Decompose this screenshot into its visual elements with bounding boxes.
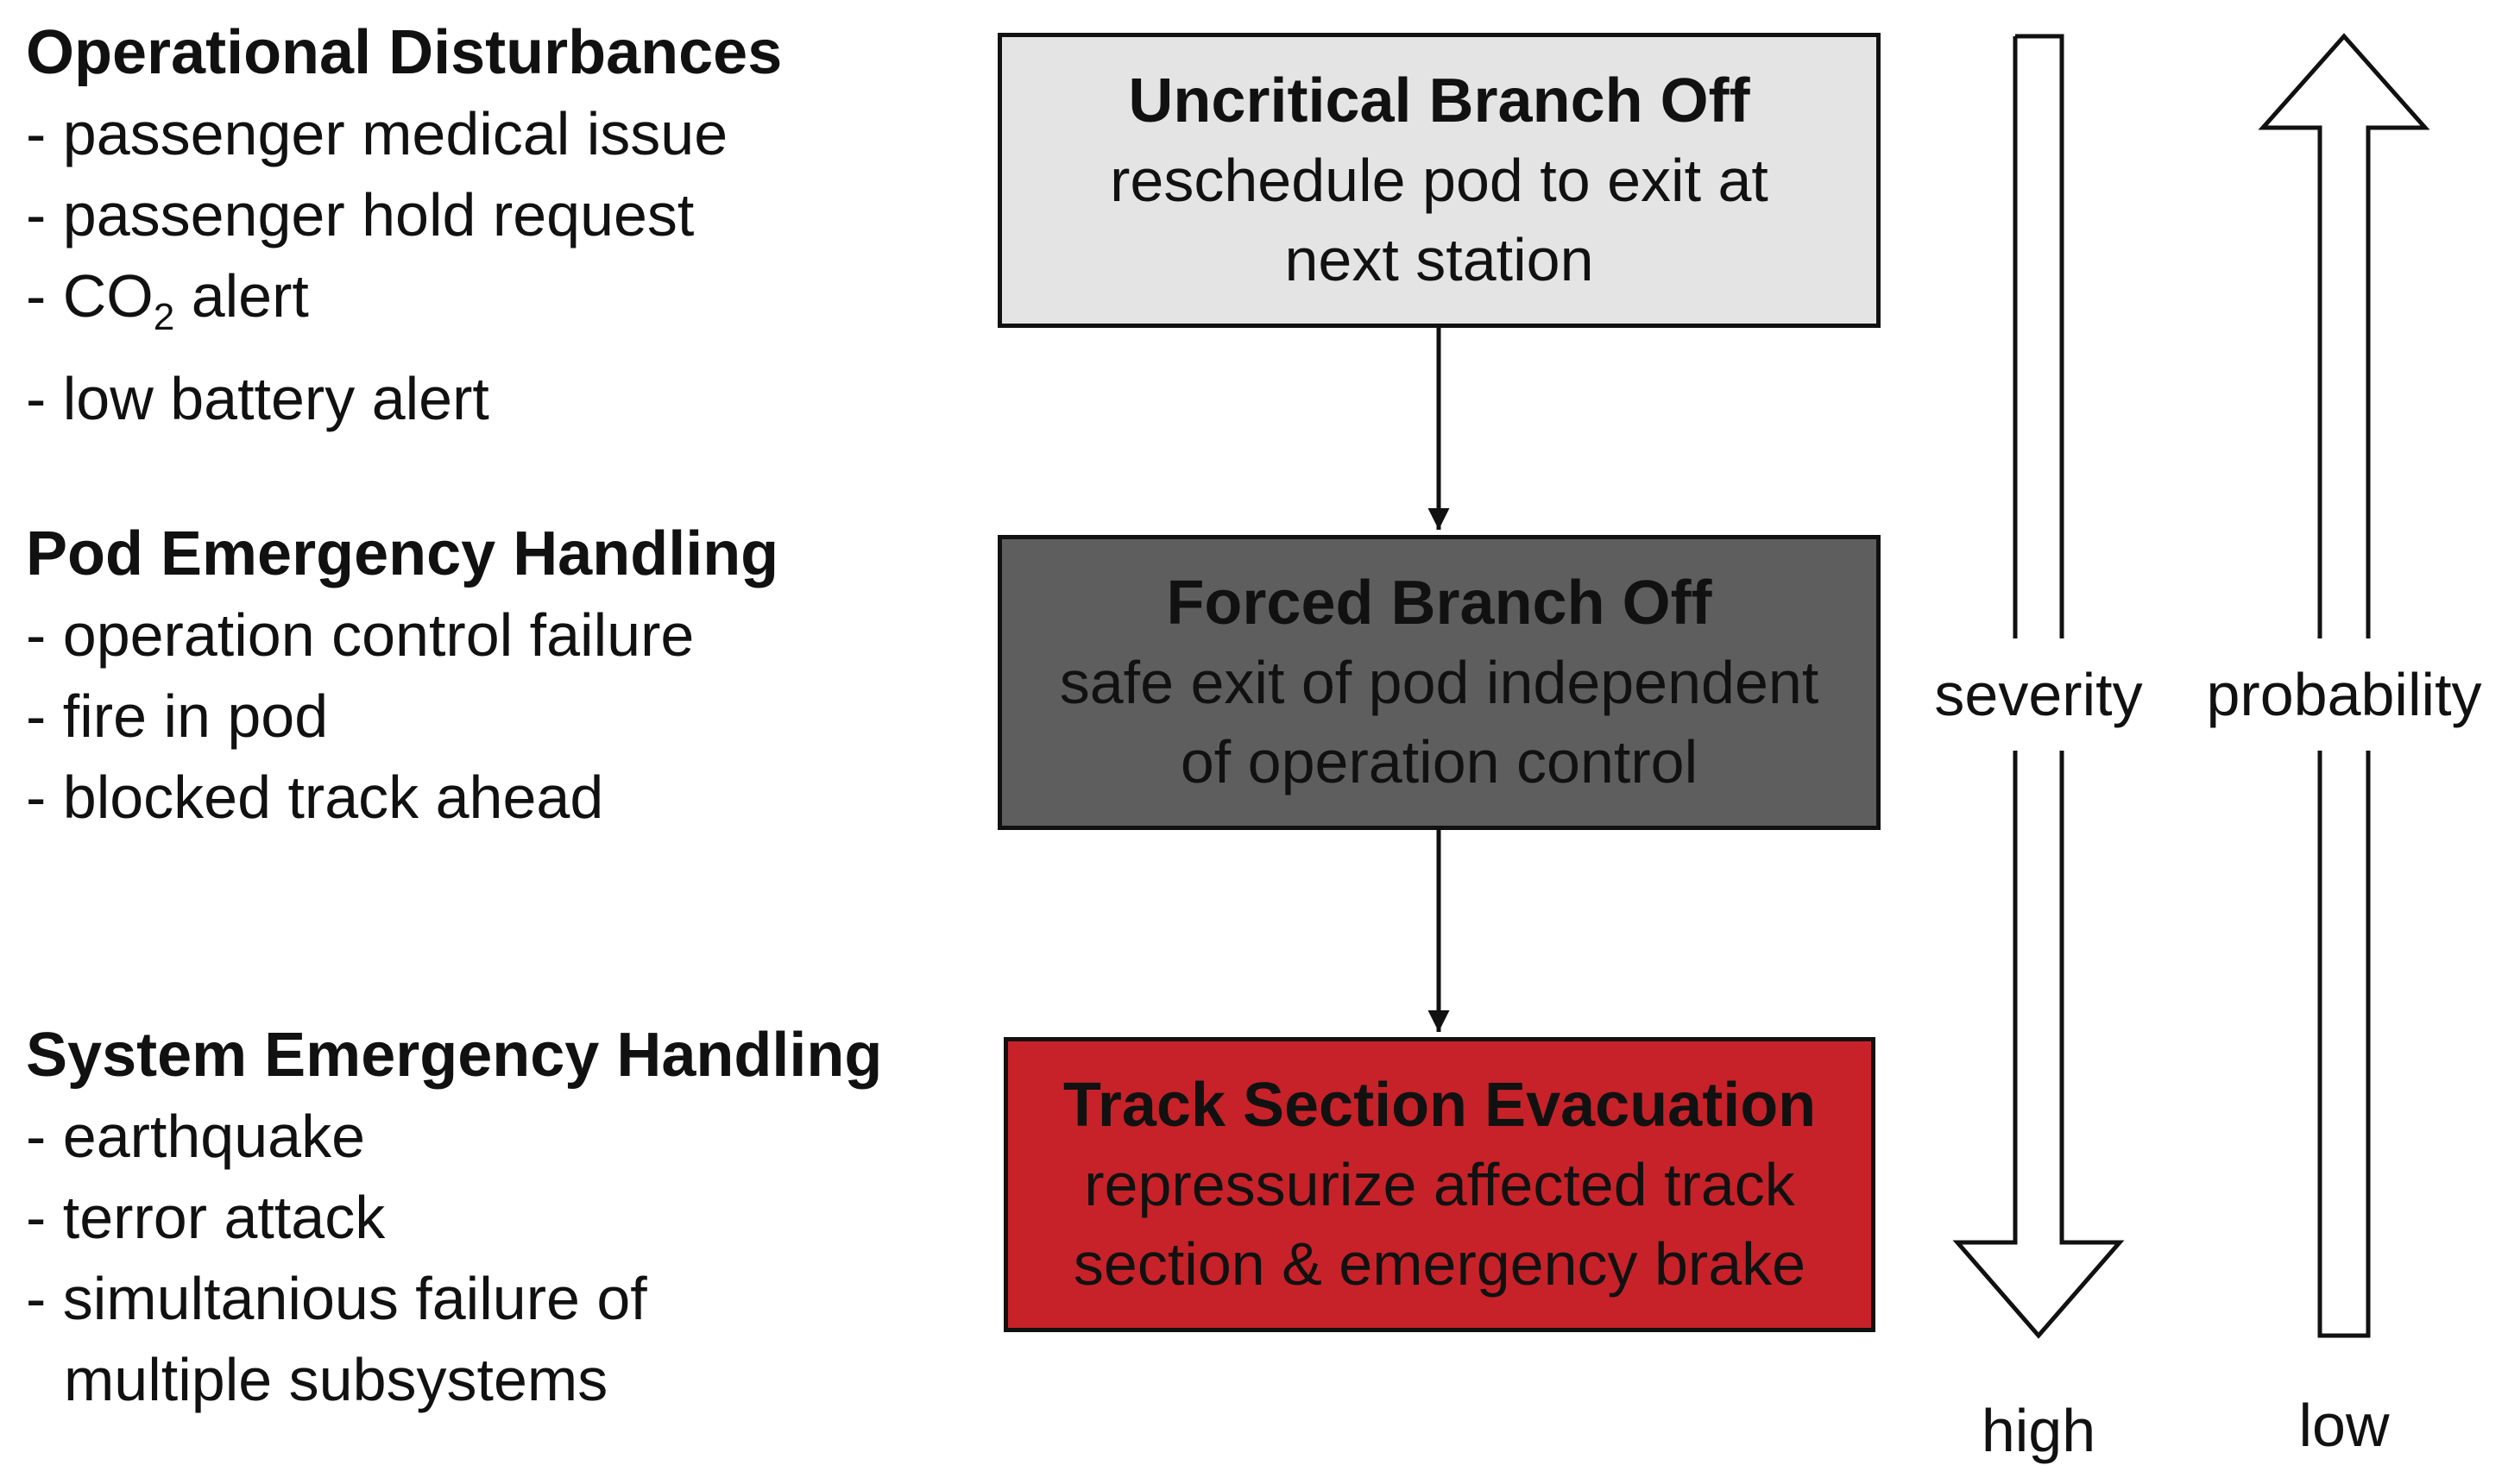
category-operational-disturbances: Operational Disturbances - passenger med… — [26, 12, 782, 439]
box-description-line: repressurize affected track — [1084, 1151, 1795, 1218]
category-item-co2: - CO2 alert — [26, 255, 782, 358]
box-track-section-evacuation: Track Section Evacuation repressurize af… — [1004, 1037, 1875, 1332]
category-item: - earthquake — [26, 1103, 366, 1170]
category-title: Operational Disturbances — [26, 18, 783, 87]
box-description-line: next station — [1284, 226, 1594, 293]
box-description-line: reschedule pod to exit at — [1110, 147, 1768, 214]
severity-arrow — [1952, 751, 2125, 1339]
category-pod-emergency-handling: Pod Emergency Handling - operation contr… — [26, 513, 778, 838]
probability-arrow — [2258, 33, 2430, 638]
category-title: System Emergency Handling — [26, 1021, 883, 1090]
box-description-line: section & emergency brake — [1073, 1230, 1806, 1298]
category-item: - operation control failure — [26, 601, 695, 669]
box-title: Forced Branch Off — [1166, 569, 1712, 638]
severity-end-label: high — [1981, 1397, 2096, 1464]
probability-arrow-shaft-bottom — [2317, 751, 2371, 1338]
box-title: Track Section Evacuation — [1062, 1071, 1817, 1140]
category-item: - terror attack — [26, 1184, 386, 1251]
category-item-text: multiple subsystems — [64, 1346, 608, 1413]
category-item-list: - earthquake - terror attack - simultani… — [26, 1096, 882, 1420]
co2-suffix: alert — [174, 262, 309, 330]
box-description-line: safe exit of pod independent — [1059, 649, 1819, 716]
category-item-list: - passenger medical issue - passenger ho… — [26, 93, 782, 439]
category-item: - passenger medical issue — [26, 100, 728, 167]
category-item-continuation: multiple subsystems — [26, 1339, 882, 1420]
severity-label: severity — [1934, 661, 2143, 728]
category-title: Pod Emergency Handling — [26, 519, 779, 588]
category-system-emergency-handling: System Emergency Handling - earthquake -… — [26, 1015, 882, 1420]
box-uncritical-branch-off: Uncritical Branch Off reschedule pod to … — [998, 33, 1881, 328]
co2-subscript: 2 — [153, 296, 175, 338]
category-item: - passenger hold request — [26, 181, 695, 248]
category-item: - fire in pod — [26, 682, 329, 750]
co2-prefix: - CO — [26, 262, 154, 330]
probability-end-label: low — [2298, 1392, 2390, 1459]
category-item: - simultanious failure of — [26, 1265, 647, 1332]
severity-arrow-shaft-top — [2015, 34, 2064, 638]
box-description-line: of operation control — [1180, 728, 1698, 795]
category-item: - blocked track ahead — [26, 764, 604, 831]
category-item: - low battery alert — [26, 365, 489, 432]
probability-label: probability — [2206, 661, 2482, 728]
category-item-list: - operation control failure - fire in po… — [26, 594, 778, 838]
box-title: Uncritical Branch Off — [1128, 66, 1750, 135]
box-forced-branch-off: Forced Branch Off safe exit of pod indep… — [998, 535, 1881, 830]
